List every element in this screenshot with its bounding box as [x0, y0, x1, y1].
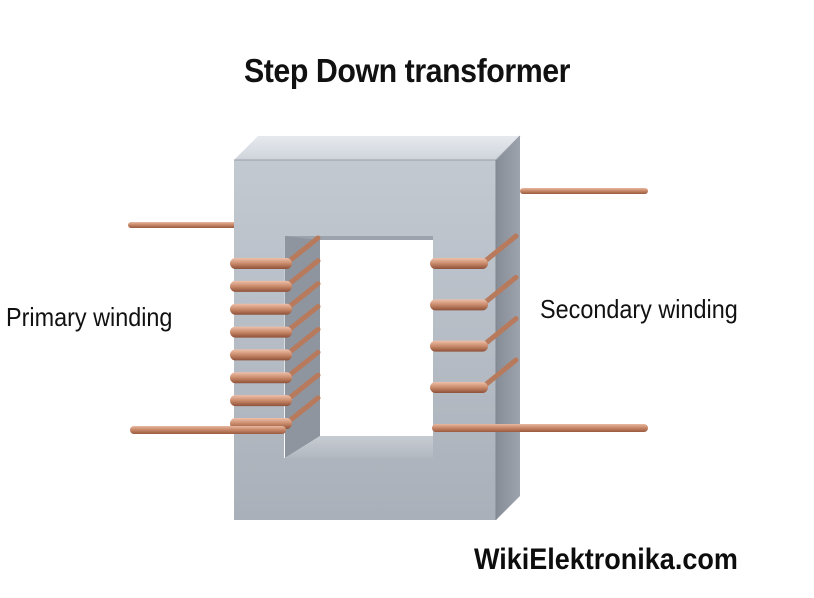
secondary-coil-turn: [430, 340, 488, 352]
primary-coil-turn-back: [285, 281, 321, 311]
primary-coil: [230, 235, 321, 429]
primary-upper-lead-wire: [128, 222, 240, 228]
primary-coil-turn: [230, 303, 292, 315]
core-window-opening: [320, 240, 433, 436]
secondary-winding-label: Secondary winding: [540, 294, 738, 324]
secondary-coil-turn: [430, 299, 488, 311]
primary-coil-turn: [230, 280, 292, 292]
secondary-coil-turn-back: [481, 357, 519, 389]
core-front-face: [234, 160, 496, 520]
primary-winding-label: Primary winding: [6, 302, 173, 332]
primary-coil-turn: [230, 372, 292, 384]
secondary-lower-lead-wire: [432, 424, 648, 432]
secondary-coil-turn: [430, 258, 488, 269]
secondary-coil: [430, 233, 519, 393]
primary-coil-turn: [230, 349, 292, 361]
primary-coil-turn-back: [285, 258, 321, 288]
core-window-inner-bottom: [285, 436, 433, 458]
primary-coil-turn-back: [285, 349, 321, 379]
primary-coil-turn-back: [285, 235, 321, 265]
watermark-text: WikiElektronika.com: [474, 543, 738, 576]
primary-coil-turn: [230, 326, 292, 338]
secondary-coil-turn-back: [481, 233, 519, 265]
secondary-coil-turn-back: [481, 274, 519, 306]
core-window-inner-top: [285, 236, 433, 240]
primary-coil-turn: [230, 395, 292, 407]
primary-coil-turn-back: [285, 326, 321, 356]
secondary-upper-lead-wire: [520, 188, 648, 194]
secondary-coil-turn-back: [481, 316, 519, 348]
primary-coil-turn-back: [285, 304, 321, 334]
primary-lower-lead-wire: [130, 426, 286, 434]
diagram-title: Step Down transformer: [243, 52, 571, 89]
primary-coil-turn-back: [285, 395, 321, 425]
primary-coil-turn: [230, 258, 292, 269]
core-top-face: [234, 136, 520, 160]
secondary-coil-turn: [430, 382, 488, 393]
primary-coil-turn-back: [285, 372, 321, 402]
